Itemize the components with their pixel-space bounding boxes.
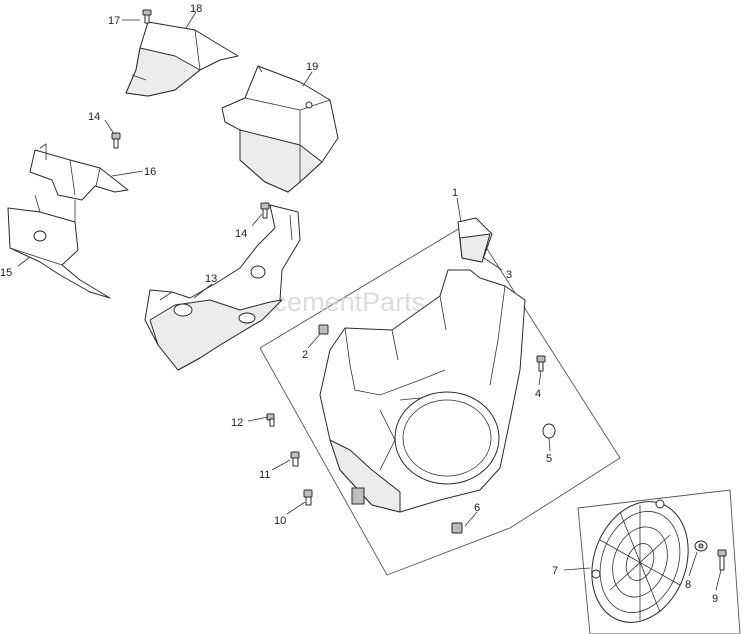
part-8-washer[interactable]	[694, 540, 708, 552]
callout-14-upper: 14	[88, 111, 100, 123]
part-11-screw[interactable]	[290, 451, 300, 467]
leader-lines	[17, 11, 722, 591]
fan-screen-group-frame	[577, 489, 741, 634]
callout-6: 6	[474, 502, 480, 514]
part-9-screw[interactable]	[717, 549, 727, 571]
callout-9: 9	[712, 593, 718, 605]
part-4-screw[interactable]	[536, 355, 546, 372]
part-19-right-shield[interactable]	[221, 65, 339, 193]
callout-8: 8	[685, 579, 691, 591]
callout-14-lower: 14	[235, 228, 247, 240]
callout-5: 5	[546, 453, 552, 465]
part-6-clip[interactable]	[451, 522, 463, 534]
part-15-lower-left-shield[interactable]	[7, 194, 111, 299]
part-10-screw[interactable]	[303, 489, 313, 506]
callout-1: 1	[452, 187, 458, 199]
part-2-nut[interactable]	[318, 324, 329, 335]
callout-3: 3	[506, 269, 512, 281]
callout-7: 7	[552, 565, 558, 577]
part-16-bracket[interactable]	[29, 143, 129, 201]
callout-19: 19	[306, 61, 318, 73]
callout-4: 4	[535, 388, 541, 400]
callout-18: 18	[190, 3, 202, 15]
callout-labels: 1 2 3 4 5 6 7 8 9 10 11 12 13 14 14 15 1…	[0, 3, 718, 605]
part-14-screw-lower[interactable]	[260, 202, 270, 219]
callout-2: 2	[302, 349, 308, 361]
callout-11: 11	[259, 469, 270, 481]
part-17-screw[interactable]	[142, 9, 152, 24]
part-12-screw[interactable]	[266, 413, 275, 427]
callout-17: 17	[108, 15, 120, 27]
callout-15: 15	[0, 267, 12, 279]
part-18-upper-shield[interactable]	[125, 21, 239, 97]
callout-12: 12	[231, 417, 243, 429]
blower-housing-group-frame	[259, 221, 621, 576]
part-1-blower-housing[interactable]	[319, 269, 526, 513]
part-14-screw-upper[interactable]	[111, 132, 121, 149]
callout-16: 16	[144, 166, 156, 178]
callout-10: 10	[274, 515, 286, 527]
part-7-fan-screen[interactable]	[576, 488, 705, 634]
callout-13: 13	[205, 273, 217, 285]
part-13-cylinder-shroud[interactable]	[144, 204, 301, 371]
part-5-grommet[interactable]	[542, 423, 556, 439]
part-3-bracket[interactable]	[457, 217, 493, 263]
